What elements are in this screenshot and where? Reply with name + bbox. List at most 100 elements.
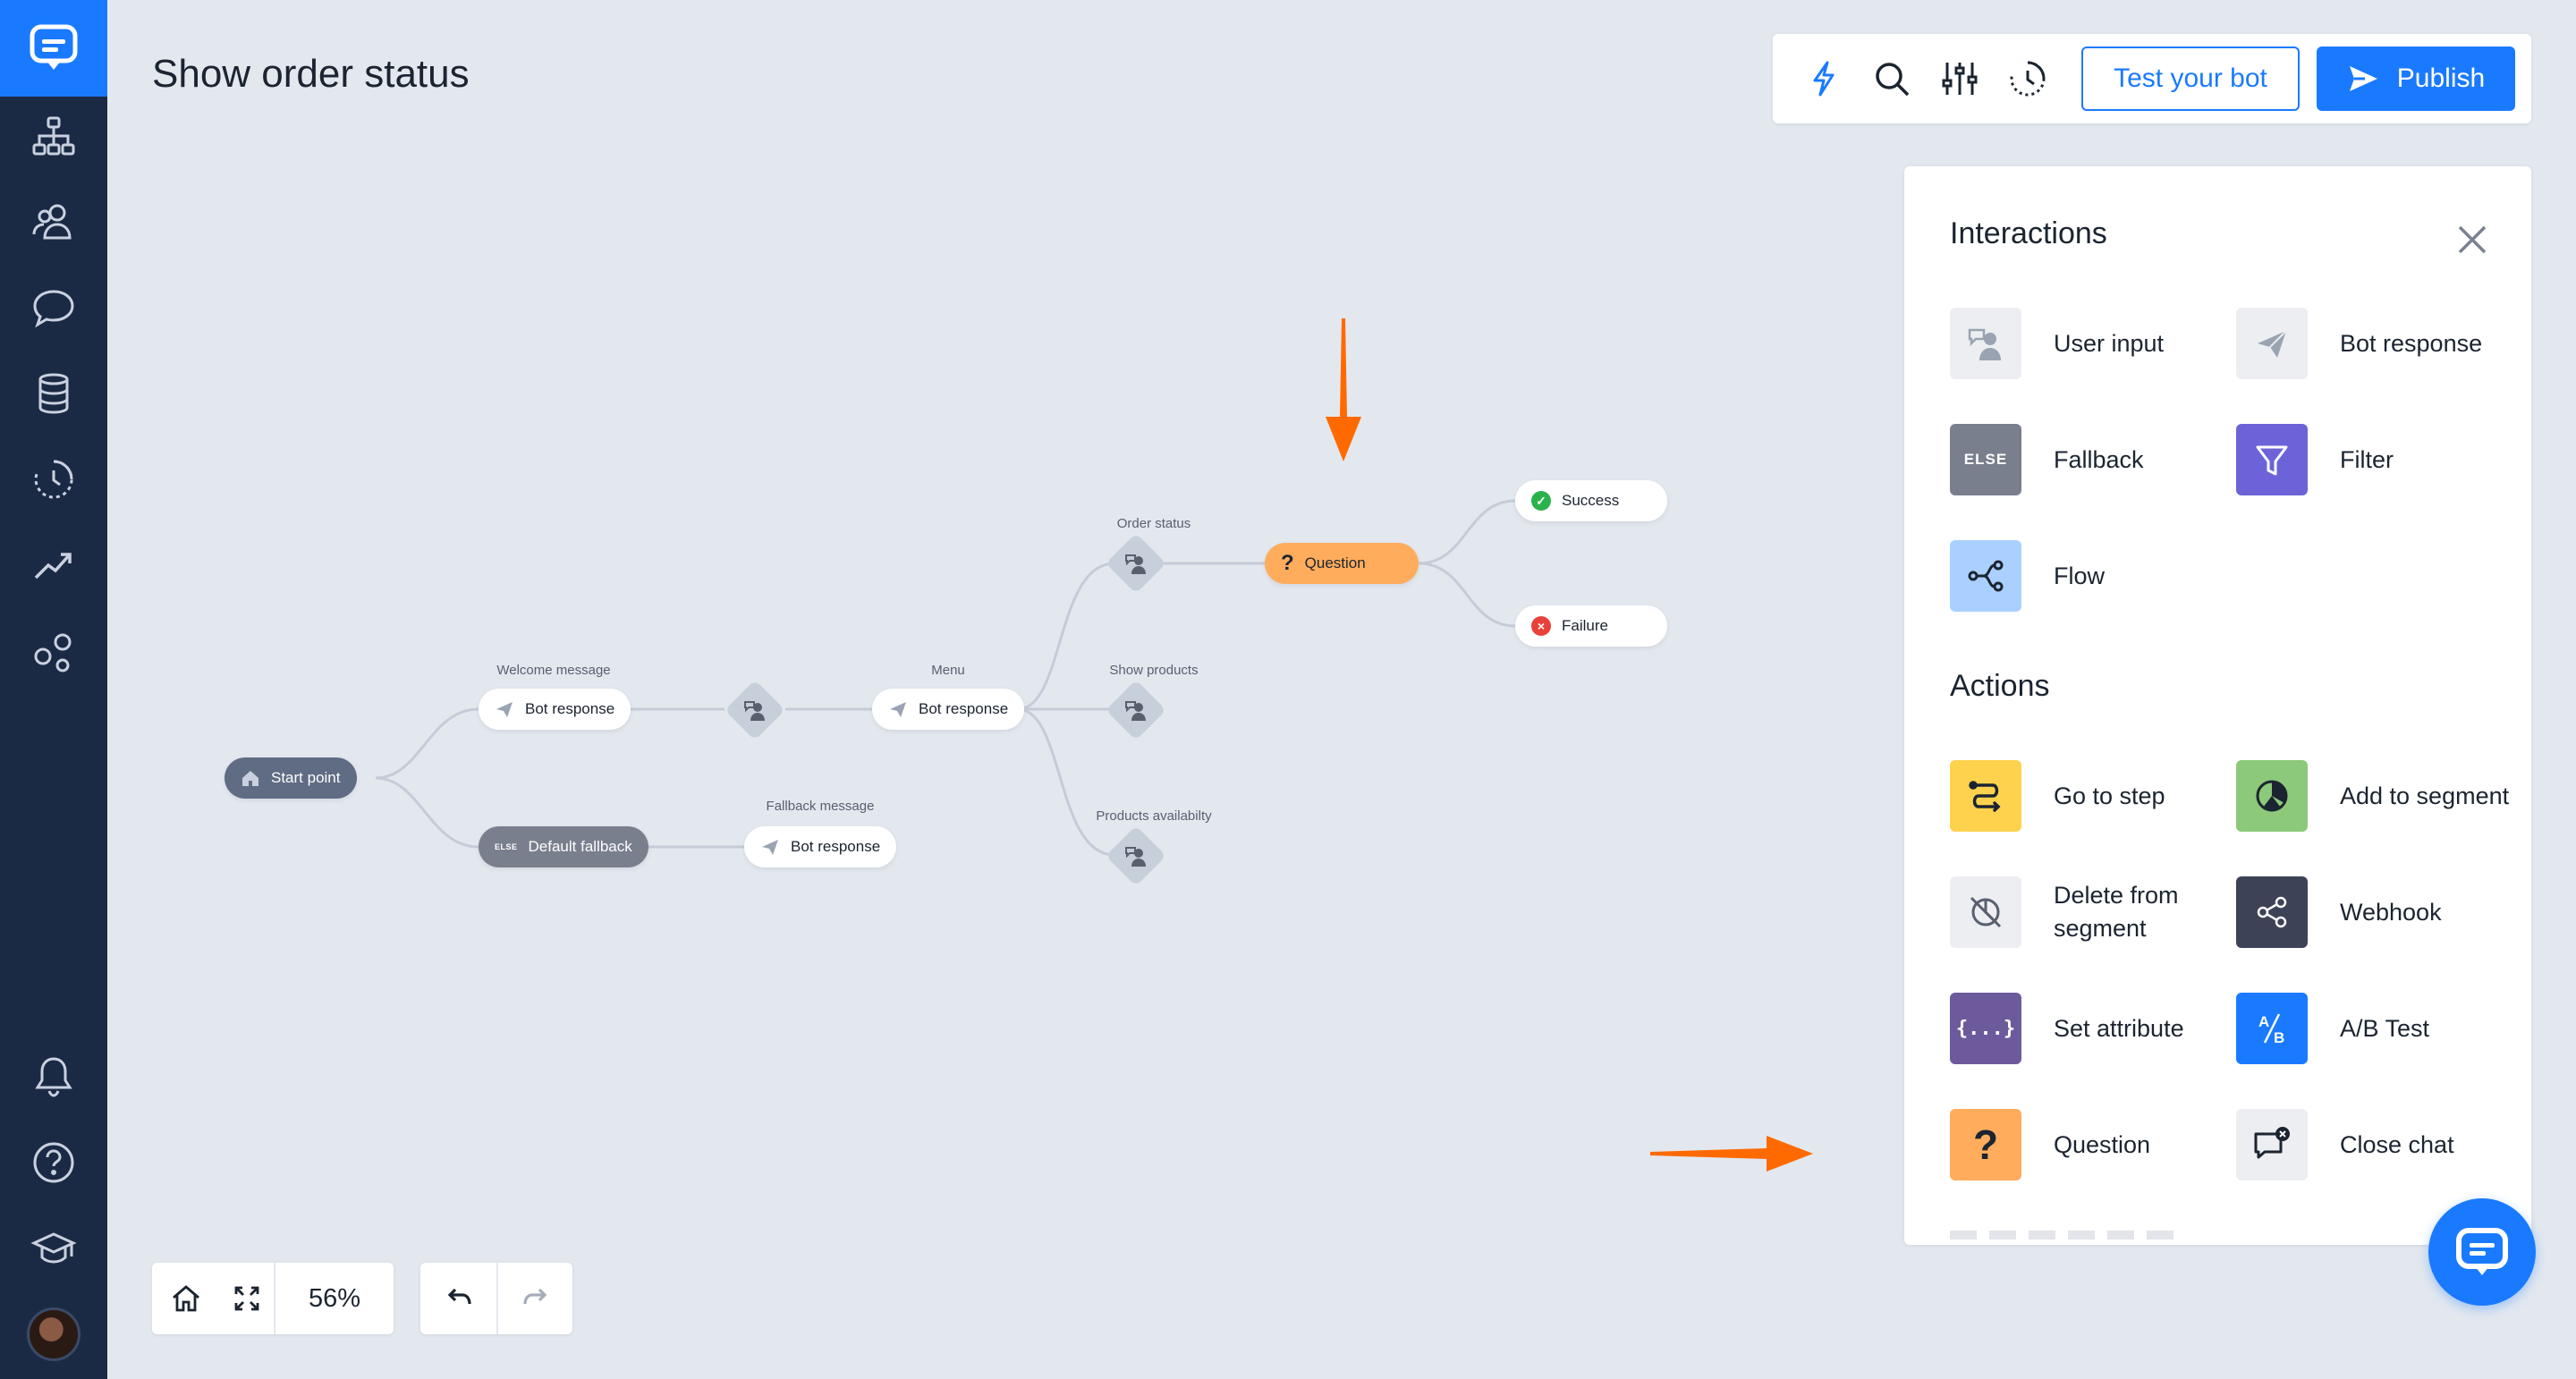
sidebar-help-icon[interactable] (27, 1136, 80, 1189)
default-fallback-node[interactable]: ELSE Default fallback (479, 826, 648, 867)
paper-plane-icon (2236, 308, 2308, 379)
sidebar-history-icon[interactable] (27, 453, 80, 506)
sidebar-reports-icon[interactable] (27, 538, 80, 592)
action-go-to-step[interactable]: Go to step (1950, 760, 2233, 832)
interaction-label: Filter (2340, 445, 2394, 473)
redo-button[interactable] (496, 1263, 572, 1334)
flow-edges (375, 499, 1516, 857)
interaction-bot-response[interactable]: Bot response (2236, 308, 2519, 379)
interaction-user-input[interactable]: User input (1950, 308, 2233, 379)
history-clock-icon[interactable] (2005, 56, 2050, 101)
success-node[interactable]: ✓ Success (1515, 480, 1667, 521)
settings-sliders-icon[interactable] (1937, 56, 1982, 101)
braces-icon: {...} (1950, 993, 2021, 1064)
action-label: Go to step (2054, 782, 2165, 809)
chatbot-logo[interactable] (0, 0, 107, 97)
fallback-message-label: Fallback message (766, 799, 875, 814)
x-circle-icon: × (1531, 616, 1551, 636)
sidebar-stories-icon[interactable] (27, 109, 80, 163)
chat-logo-icon (30, 24, 78, 70)
sidebar-chats-icon[interactable] (27, 281, 80, 334)
success-label: Success (1562, 492, 1620, 509)
sidebar-database-icon[interactable] (27, 367, 80, 420)
interaction-label: Flow (2054, 562, 2106, 589)
sidebar (0, 0, 107, 1379)
failure-node[interactable]: × Failure (1515, 605, 1667, 647)
else-icon: ELSE (1950, 424, 2021, 495)
svg-text:A: A (2258, 1013, 2269, 1030)
sidebar-notifications-icon[interactable] (27, 1050, 80, 1104)
menu-label: Menu (931, 663, 965, 678)
action-label: A/B Test (2340, 1014, 2430, 1042)
action-webhook[interactable]: Webhook (2236, 876, 2519, 948)
home-view-button[interactable] (152, 1263, 220, 1334)
paper-plane-icon (762, 840, 778, 855)
action-add-to-segment[interactable]: Add to segment (2236, 760, 2519, 832)
products-availability-label: Products availabilty (1096, 808, 1212, 824)
interaction-filter[interactable]: Filter (2236, 424, 2519, 495)
interaction-label: Fallback (2054, 445, 2144, 473)
action-label: Close chat (2340, 1130, 2454, 1158)
check-circle-icon: ✓ (1531, 491, 1551, 511)
default-fallback-label: Default fallback (528, 838, 632, 855)
page-title: Show order status (152, 52, 470, 96)
redo-icon (522, 1288, 547, 1305)
lightning-icon[interactable] (1801, 56, 1846, 101)
chat-bubble-icon (2456, 1228, 2508, 1275)
fit-to-screen-button[interactable] (220, 1263, 274, 1334)
paper-plane-icon (496, 702, 513, 717)
fallback-bot-response-node[interactable]: Bot response (744, 826, 897, 867)
user-avatar[interactable] (27, 1307, 80, 1361)
question-node[interactable]: ? Question (1265, 543, 1419, 584)
sidebar-academy-icon[interactable] (27, 1222, 80, 1275)
pie-icon (2236, 760, 2308, 832)
next-section-title-cutoff (1950, 1231, 2174, 1239)
else-tag: ELSE (1963, 451, 2008, 468)
interaction-fallback[interactable]: ELSE Fallback (1950, 424, 2233, 495)
welcome-message-label: Welcome message (496, 663, 611, 678)
annotation-arrow-right (1650, 1136, 1813, 1172)
chat-widget-button[interactable] (2428, 1198, 2536, 1306)
sidebar-integrations-icon[interactable] (27, 624, 80, 678)
question-icon: ? (1950, 1109, 2021, 1180)
annotation-arrow-down (1326, 318, 1361, 461)
test-your-bot-button[interactable]: Test your bot (2081, 47, 2300, 111)
close-icon[interactable] (2453, 220, 2492, 259)
sidebar-users-icon[interactable] (27, 195, 80, 249)
history-controls (420, 1263, 572, 1334)
action-label: Webhook (2340, 898, 2442, 926)
canvas-view-controls: 56% (152, 1263, 394, 1334)
share-icon (2236, 876, 2308, 948)
publish-label: Publish (2396, 63, 2486, 93)
start-point-node[interactable]: Start point (225, 757, 357, 799)
interaction-flow[interactable]: Flow (1950, 540, 2233, 612)
interactions-title: Interactions (1950, 216, 2107, 250)
else-icon: ELSE (495, 842, 518, 851)
question-node-label: Question (1304, 554, 1366, 571)
action-label: Delete from segment (2054, 882, 2179, 942)
interactions-panel: Interactions User input Bot response ELS… (1904, 166, 2531, 1245)
action-label: Add to segment (2340, 782, 2510, 809)
fallback-bot-response-label: Bot response (791, 838, 881, 855)
welcome-bot-response-node[interactable]: Bot response (479, 689, 631, 730)
search-icon[interactable] (1869, 56, 1914, 101)
action-close-chat[interactable]: Close chat (2236, 1109, 2519, 1180)
action-delete-from-segment[interactable]: Delete from segment (1950, 876, 2233, 948)
flow-icon (1950, 540, 2021, 612)
publish-button[interactable]: Publish (2317, 47, 2515, 111)
order-status-label: Order status (1116, 516, 1191, 531)
funnel-icon (2236, 424, 2308, 495)
action-question[interactable]: ? Question (1950, 1109, 2233, 1180)
action-set-attribute[interactable]: {...} Set attribute (1950, 993, 2233, 1064)
flow-canvas[interactable]: Start point Welcome message Bot response… (107, 0, 1896, 1379)
top-toolbar: Test your bot Publish (1773, 34, 2531, 123)
paper-plane-icon (890, 702, 906, 717)
zoom-level[interactable]: 56% (274, 1263, 394, 1334)
welcome-bot-response-label: Bot response (525, 700, 615, 717)
menu-bot-response-node[interactable]: Bot response (872, 689, 1025, 730)
undo-button[interactable] (420, 1263, 496, 1334)
interaction-label: Bot response (2340, 329, 2483, 357)
braces-tag: {...} (1955, 1017, 2016, 1040)
